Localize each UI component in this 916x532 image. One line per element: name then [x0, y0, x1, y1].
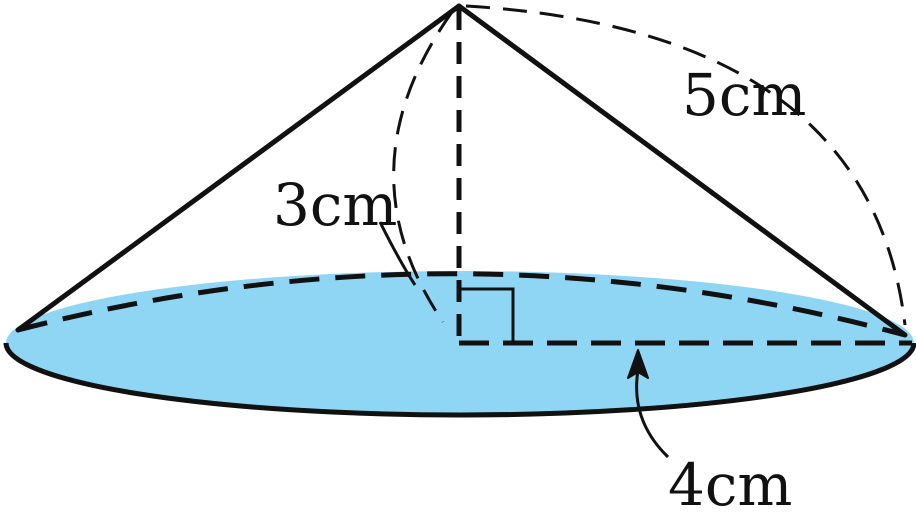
slant-label: 5cm [682, 61, 806, 129]
base-front-rim [3, 342, 916, 418]
height-label: 3cm [273, 171, 397, 239]
cone-left-edge [15, 3, 462, 333]
right-angle-marker [459, 287, 515, 343]
cone-right-edge [456, 3, 908, 338]
radius-label: 4cm [668, 451, 792, 519]
height-dimension-arc [392, 11, 454, 323]
radius-arrow-head-icon [627, 349, 649, 379]
height-label-leader [378, 221, 417, 286]
radius-label-leader [635, 369, 670, 459]
base-back-rim-dashed [17, 271, 906, 338]
